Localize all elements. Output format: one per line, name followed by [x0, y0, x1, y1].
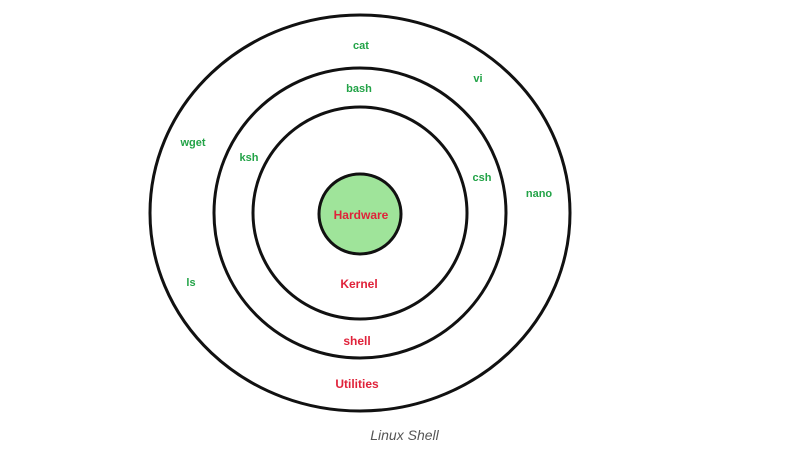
utility-program-ls: ls — [186, 277, 195, 289]
utility-program-wget: wget — [179, 137, 205, 149]
utility-program-cat: cat — [353, 40, 369, 52]
shell-program-csh: csh — [473, 172, 492, 184]
utility-program-vi: vi — [473, 73, 482, 85]
hardware-label: Hardware — [334, 208, 389, 222]
utility-program-nano: nano — [526, 188, 553, 200]
shell-ring — [212, 66, 508, 360]
diagram-caption: Linux Shell — [370, 427, 439, 443]
shell-label: shell — [343, 334, 370, 348]
shell-program-ksh: ksh — [240, 152, 259, 164]
kernel-ring — [251, 105, 469, 321]
utilities-ring — [148, 13, 572, 413]
hardware-core — [317, 172, 403, 256]
kernel-label: Kernel — [340, 277, 377, 291]
shell-program-bash: bash — [346, 83, 372, 95]
utilities-label: Utilities — [335, 377, 379, 391]
